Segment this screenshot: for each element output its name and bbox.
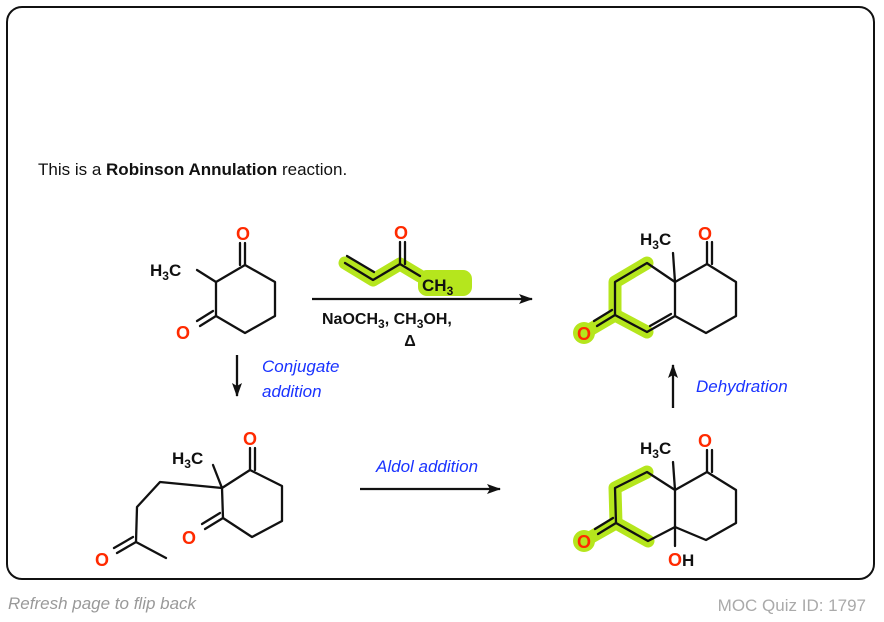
vinyl-double-bond	[345, 254, 376, 274]
product-highlight-oxygen	[573, 322, 595, 344]
reagents-heat: Δ	[404, 333, 416, 350]
adduct-oxygen-top: O	[243, 429, 257, 449]
product-enone: O O H3C	[573, 224, 738, 344]
methyl-bond	[195, 268, 218, 284]
mvk-carbonyl	[398, 240, 407, 266]
enone-carbonyl	[592, 308, 617, 328]
flip-back-hint: Refresh page to flip back	[8, 594, 197, 613]
adduct-oxygen-bottom: O	[182, 528, 196, 548]
product-methyl-label: H3C	[640, 230, 671, 252]
oxygen-top: O	[236, 224, 250, 244]
intro-text: This is a Robinson Annulation reaction.	[38, 160, 347, 180]
quiz-id: MOC Quiz ID: 1797	[717, 596, 866, 615]
product-oxygen-enone: O	[577, 324, 591, 344]
chain-oxygen: O	[95, 550, 109, 570]
adduct-methyl-bond	[211, 463, 224, 490]
adduct-methyl-label: H3C	[172, 449, 203, 471]
ketone-carbonyl	[705, 240, 714, 266]
mvk-oxygen: O	[394, 223, 408, 243]
ch3-highlight	[418, 270, 472, 296]
carbonyl-bond-top	[238, 241, 247, 267]
aldol-ring-carbonyl	[593, 516, 618, 536]
product-oxygen-ketone: O	[698, 224, 712, 244]
aldol-highlight-oxygen	[573, 530, 595, 552]
butanone-chain	[134, 480, 224, 560]
aldol-right-ring	[673, 470, 738, 542]
angular-methyl-bond	[671, 251, 677, 284]
aldol-ketone-carbonyl	[705, 448, 714, 474]
adduct-carbonyl-bottom	[200, 511, 225, 531]
intro-reaction-name: Robinson Annulation	[106, 160, 278, 179]
adduct-carbonyl-top	[248, 446, 257, 472]
mvk-highlight	[338, 256, 427, 287]
enone-double-bond	[648, 312, 673, 328]
michael-adduct: O O O H3C	[95, 429, 284, 570]
methyl-label: H3C	[150, 261, 181, 283]
intro-prefix: This is a	[38, 160, 107, 179]
aldol-label: Aldol addition	[375, 457, 478, 476]
conjugate-label-2: addition	[262, 382, 322, 401]
aldol-oxygen-ring: O	[577, 532, 591, 552]
mvk-chain	[343, 261, 422, 282]
conjugate-label-1: Conjugate	[262, 357, 340, 376]
adduct-ring-bonds	[220, 468, 284, 539]
reagents-line-1: NaOCH3, CH3OH,	[322, 311, 452, 331]
methyl-vinyl-ketone: O CH3	[338, 223, 472, 298]
oxygen-bottom: O	[176, 323, 190, 343]
carbonyl-bond-bottom	[195, 309, 218, 328]
hydroxyl-label: OH	[668, 550, 694, 570]
aldol-product: O O H3C OH	[573, 431, 738, 570]
aldol-methyl-label: H3C	[640, 439, 671, 461]
right-ring-bonds	[673, 262, 738, 335]
starting-diketone: O O H3C	[150, 224, 277, 343]
chain-carbonyl	[112, 535, 138, 555]
intro-suffix: reaction.	[277, 160, 348, 179]
ring-bonds	[214, 263, 277, 335]
dehydration-label: Dehydration	[696, 377, 788, 396]
aldol-oxygen-ketone: O	[698, 431, 712, 451]
mvk-ch3-label: CH3	[422, 276, 454, 298]
aldol-methyl-bond	[671, 460, 677, 492]
